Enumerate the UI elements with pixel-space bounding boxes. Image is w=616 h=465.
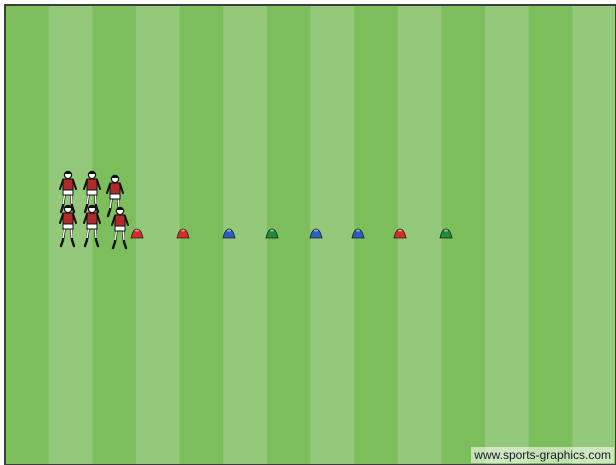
pitch-stripe: [5, 5, 49, 465]
pitch-stripe: [572, 5, 616, 465]
pitch-stripe: [92, 5, 136, 465]
pitch-stripe: [529, 5, 573, 465]
watermark-text: www.sports-graphics.com: [471, 447, 614, 463]
pitch-stripe: [485, 5, 529, 465]
